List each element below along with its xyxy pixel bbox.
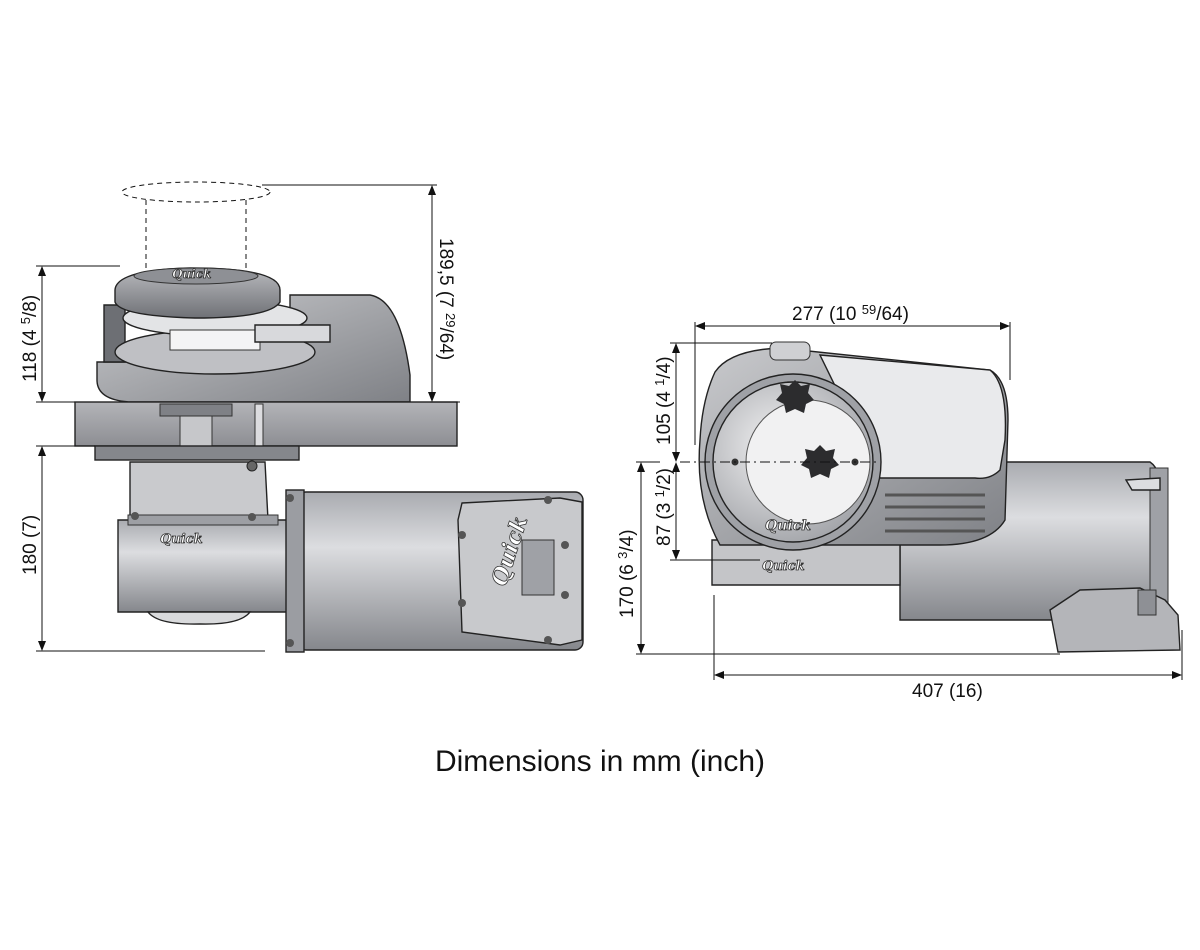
dim-width-top: 277 (10 59/64): [792, 302, 909, 325]
windlass-upper-body: Quick: [96, 267, 411, 403]
front-dimension-lines: [636, 322, 1183, 680]
dim-total-height: 189,5 (7 29/64): [435, 238, 458, 360]
brand-logo-base: Quick: [762, 559, 805, 574]
dim-lower-main: 170 (6: [617, 559, 638, 618]
brand-logo: Quick: [172, 267, 211, 281]
dim-total-height-main: 189,5 (7: [435, 238, 456, 313]
dim-total-height-den: /64): [435, 327, 456, 360]
dim-width-top-main: 277 (10: [792, 304, 862, 325]
dim-width-top-den: /64): [876, 304, 909, 325]
brand-logo-lower: Quick: [160, 532, 203, 547]
dim-total-height-num: 29: [443, 313, 458, 327]
dim-upper-den: /4): [654, 356, 675, 378]
side-dimension-lines: [36, 184, 460, 652]
brand-logo-drum: Quick: [765, 518, 811, 534]
dim-below-deck: 180 (7): [20, 515, 41, 575]
dim-above-deck-num: 5: [18, 317, 33, 324]
windlass-lower-body: Quick Quick: [117, 460, 584, 653]
caption: Dimensions in mm (inch): [435, 745, 765, 778]
dim-above-deck-main: 118 (4: [20, 324, 41, 382]
dim-above-deck: 118 (4 5/8): [18, 295, 41, 382]
dim-mid-main: 87 (3: [654, 497, 675, 546]
upper-star-socket: [776, 380, 814, 413]
under-deck-plate: [94, 445, 300, 461]
dim-upper-num: 1: [652, 379, 667, 386]
dim-mid-den: /2): [654, 468, 675, 490]
dim-mid-num: 1: [652, 490, 667, 497]
dim-lower-num: 3: [615, 552, 630, 559]
side-view: Quick Quick Quick: [18, 181, 584, 653]
dim-mid: 87 (3 1/2): [652, 468, 675, 546]
dim-above-deck-den: /8): [20, 295, 41, 317]
deck-plate: [74, 401, 458, 447]
dim-upper-main: 105 (4: [654, 386, 675, 445]
raised-cap-outline: [121, 181, 271, 268]
dim-lower: 170 (6 3/4): [615, 529, 638, 618]
front-view: Quick Quick: [615, 302, 1183, 702]
dim-width-top-num: 59: [862, 302, 876, 317]
dim-length: 407 (16): [912, 681, 983, 702]
dim-lower-den: /4): [617, 529, 638, 551]
dim-upper: 105 (4 1/4): [652, 356, 675, 445]
